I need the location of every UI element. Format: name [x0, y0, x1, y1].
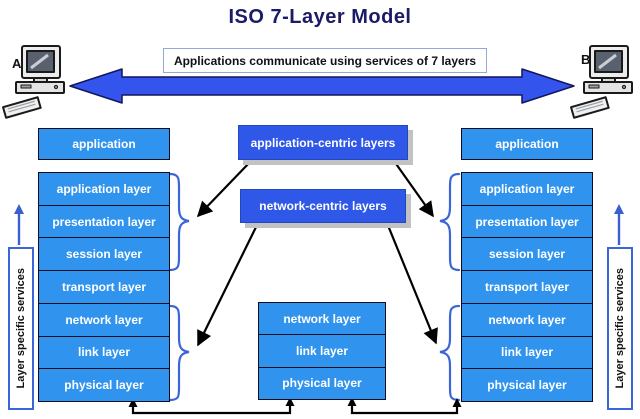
layer-box: network layer	[39, 304, 169, 337]
center-network-stack: network layer link layer physical layer	[258, 302, 386, 400]
double-arrow	[69, 68, 575, 104]
right-application-box: application	[461, 128, 593, 160]
side-label-text: Layer specific services	[614, 268, 626, 389]
layer-box: presentation layer	[39, 206, 169, 239]
layer-box: physical layer	[64, 378, 144, 393]
layer-box: physical layer	[282, 376, 362, 391]
left-application-box: application	[38, 128, 170, 160]
page-title: ISO 7-Layer Model	[228, 6, 412, 28]
layer-specific-services-left: Layer specific services	[8, 247, 34, 410]
computer-b-icon	[570, 45, 633, 119]
physical-link-connectors	[131, 404, 459, 415]
left-layer-stack: application layer presentation layer ses…	[38, 172, 170, 402]
layer-box: session layer	[39, 238, 169, 272]
right-layer-stack: application layer presentation layer ses…	[461, 172, 593, 402]
layer-box: link layer	[462, 337, 592, 370]
computer-a-icon	[2, 45, 65, 119]
layer-box: network layer	[462, 304, 592, 337]
layer-box: network layer	[259, 303, 385, 336]
brace-right-bottom	[439, 304, 461, 402]
endpoint-a-label: A	[12, 56, 22, 71]
layer-box: physical layer	[487, 378, 567, 393]
layer-box: link layer	[39, 337, 169, 370]
layer-service-arrow-left	[14, 204, 24, 245]
layer-box: application layer	[39, 173, 169, 206]
communication-banner: Applications communicate using services …	[163, 48, 487, 73]
brace-left-bottom	[168, 304, 190, 402]
layer-service-arrow-right	[614, 204, 624, 245]
layer-box: transport layer	[462, 271, 592, 304]
layer-specific-services-right: Layer specific services	[607, 247, 633, 410]
endpoint-b-label: B	[581, 52, 591, 67]
layer-box: presentation layer	[462, 206, 592, 239]
network-centric-label-box: network-centric layers	[240, 189, 406, 223]
side-label-text: Layer specific services	[15, 268, 27, 389]
brace-left-top	[168, 172, 190, 272]
banner-text: Applications communicate using services …	[173, 53, 477, 68]
layer-box: application layer	[462, 173, 592, 206]
layer-box: session layer	[462, 238, 592, 272]
layer-box: link layer	[259, 335, 385, 368]
brace-right-top	[439, 172, 461, 272]
layer-box: transport layer	[39, 271, 169, 304]
application-centric-label-box: application-centric layers	[238, 125, 408, 160]
